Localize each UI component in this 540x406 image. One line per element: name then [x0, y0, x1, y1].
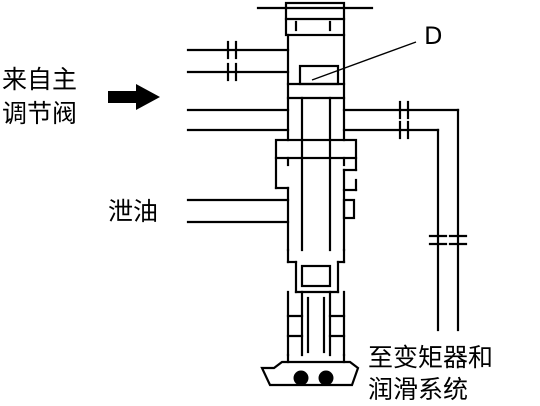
- valve-top-cap: [256, 1, 374, 37]
- arrow-right-icon: [108, 84, 160, 110]
- valve-bore: [286, 33, 346, 142]
- upper-inlet-pipes: [186, 40, 290, 82]
- label-drain: 泄油: [108, 197, 158, 226]
- middle-outlet-pipes: [186, 100, 468, 332]
- valve-base: [260, 353, 360, 387]
- valve-middle-chamber: [274, 138, 358, 252]
- bolt-left: [293, 370, 309, 386]
- spool-shaft: [300, 96, 332, 252]
- drain-pipes: [186, 198, 356, 224]
- label-dest-line2: 润滑系统: [368, 375, 468, 404]
- label-dest-line1: 至变矩器和: [368, 343, 493, 372]
- label-component-d: D: [424, 22, 442, 50]
- label-source-line1: 来自主: [2, 65, 77, 94]
- label-source-line2: 调节阀: [2, 99, 77, 128]
- bolt-right: [318, 370, 334, 386]
- valve-lower-body: [286, 248, 346, 357]
- spool-land-upper: [286, 64, 346, 100]
- leader-line-d: [311, 41, 417, 81]
